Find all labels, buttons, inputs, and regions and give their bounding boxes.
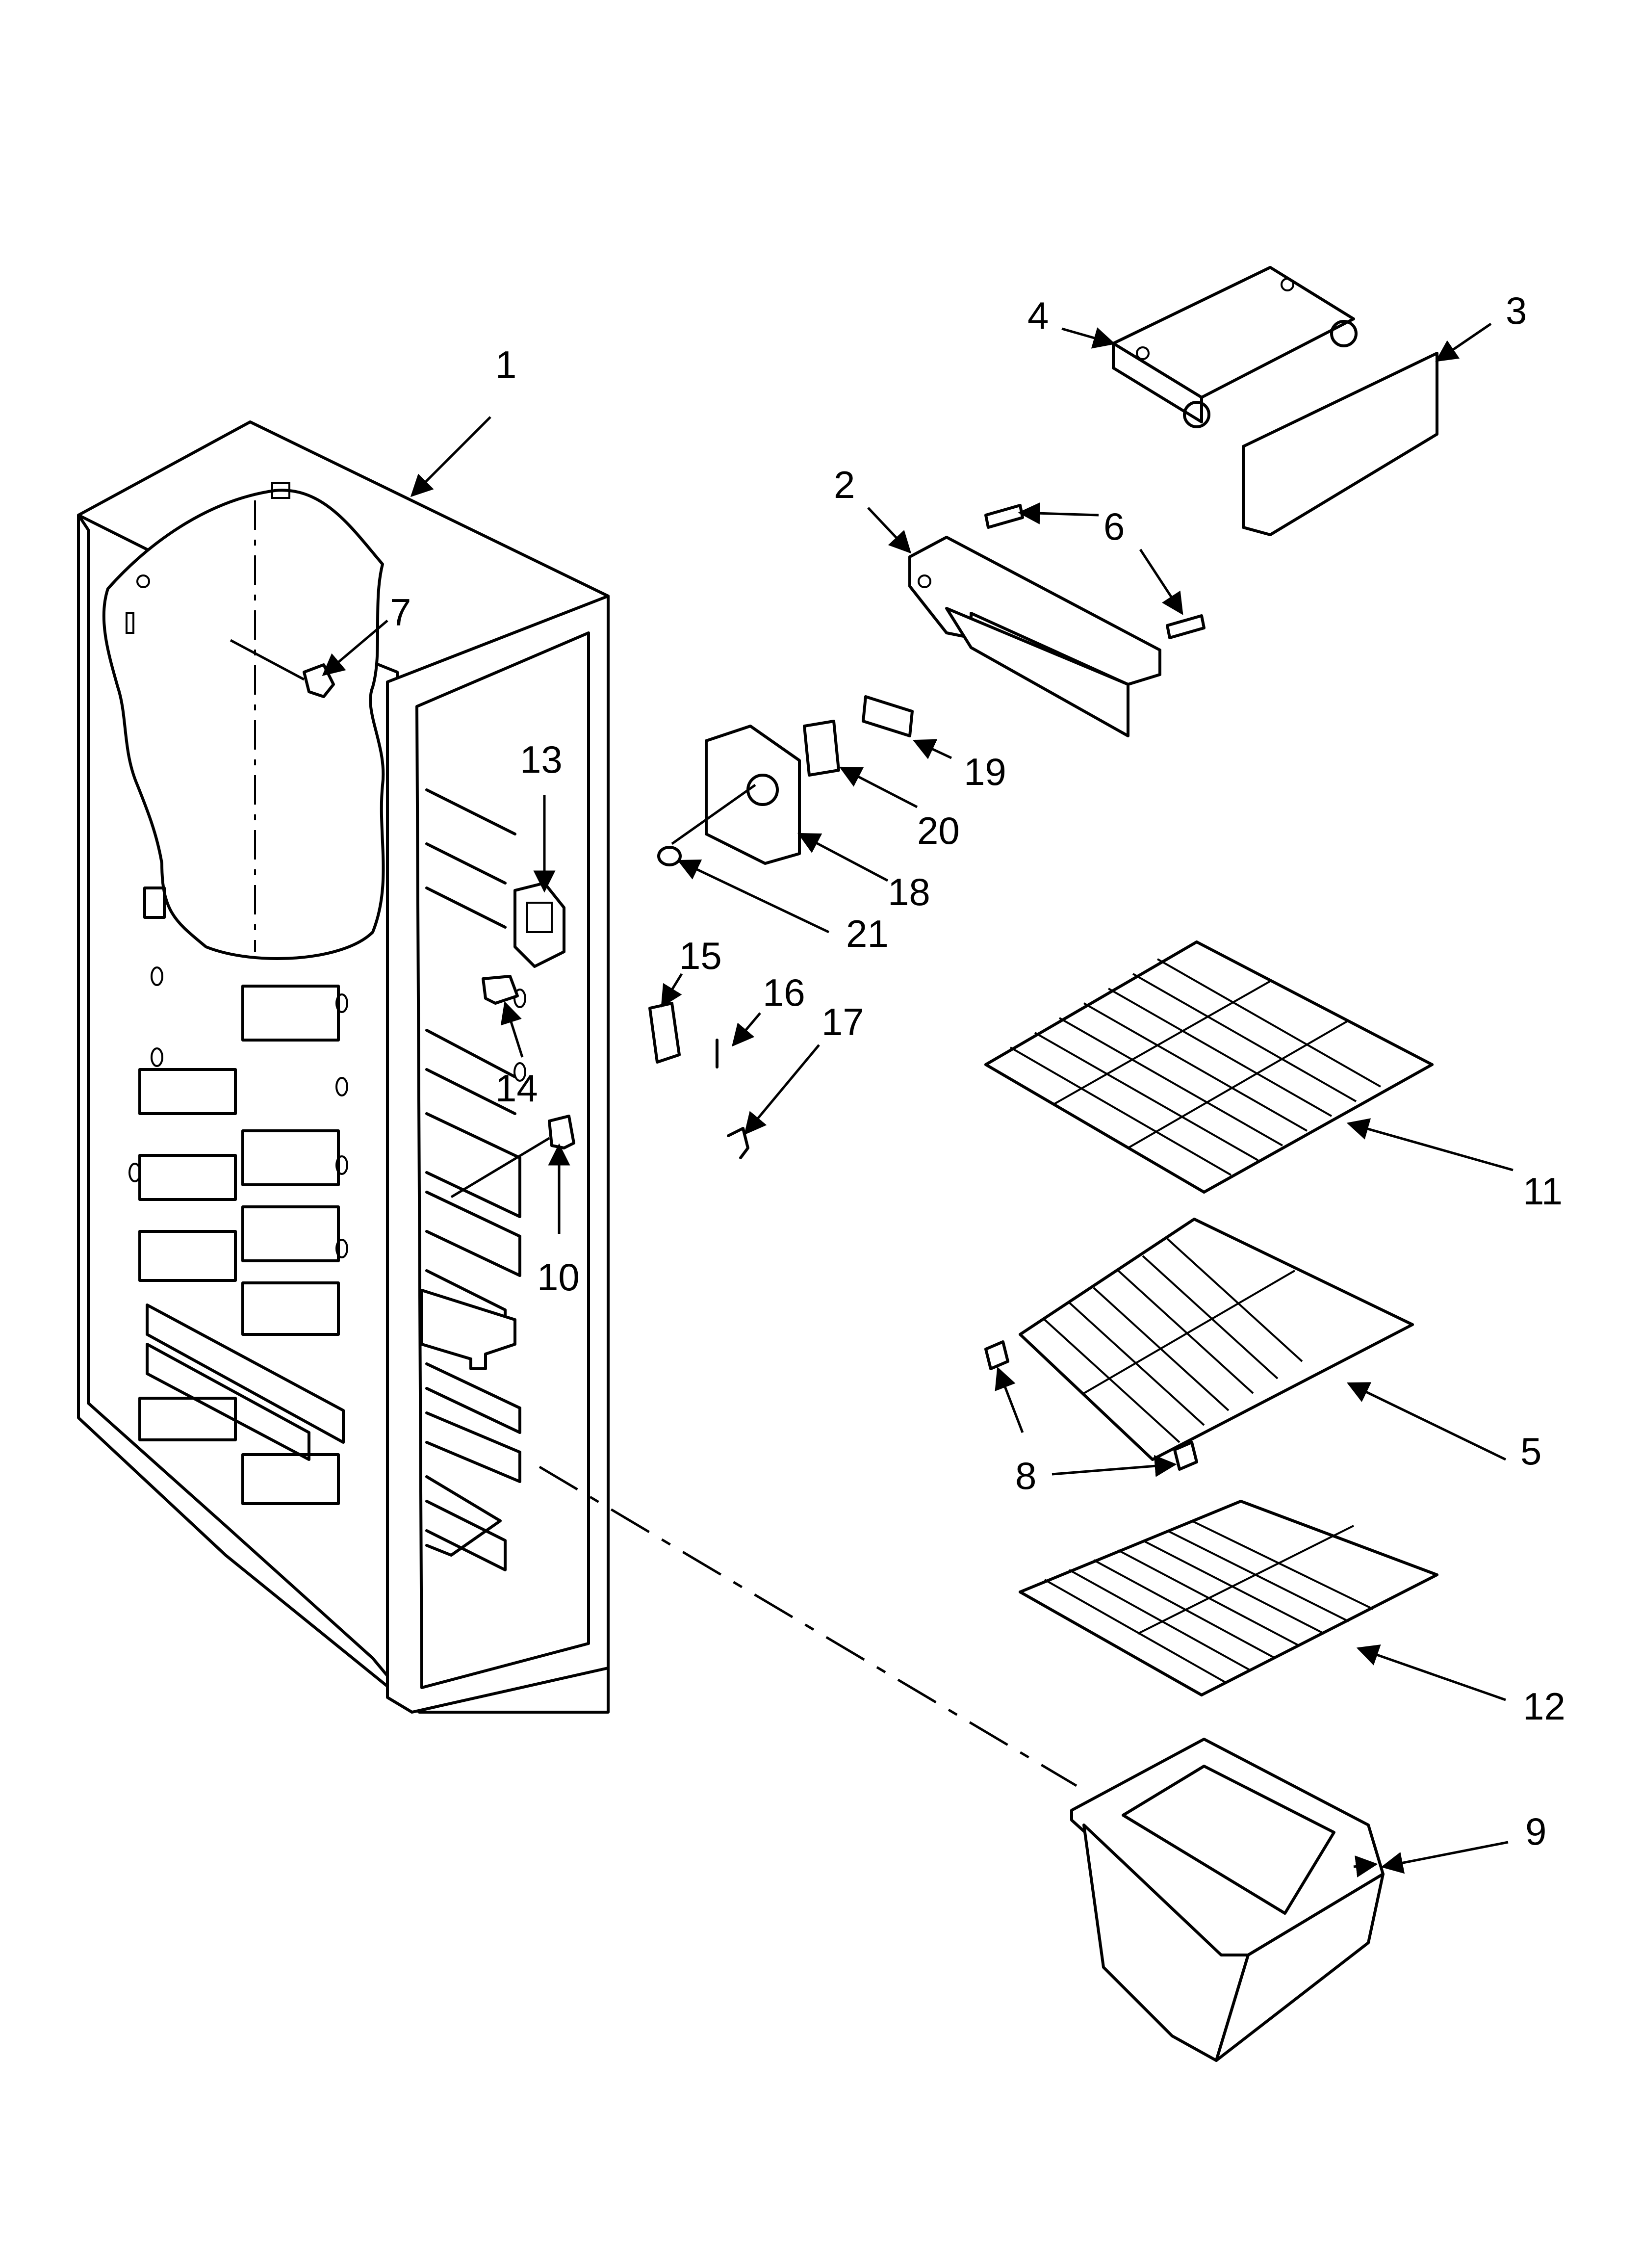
part-15-clip	[648, 1002, 681, 1064]
part-14-switch	[482, 975, 519, 1005]
callout-15: 15	[679, 934, 722, 977]
part-8-shelf-stops	[984, 1340, 1198, 1471]
callout-4: 4	[1027, 294, 1049, 337]
callout-7: 7	[390, 591, 411, 634]
callout-2: 2	[834, 463, 855, 506]
callout-21: 21	[846, 912, 889, 955]
part-5-wire-shelf	[1019, 1218, 1414, 1461]
callout-12: 12	[1523, 1685, 1565, 1728]
callout-13: 13	[520, 738, 563, 781]
projection-line	[539, 1465, 1078, 1787]
callout-9: 9	[1525, 1810, 1546, 1853]
callout-10: 10	[537, 1255, 580, 1299]
callout-17: 17	[821, 1000, 864, 1043]
part-13-thermostat-housing	[513, 882, 565, 968]
leader-lines	[230, 322, 1514, 1877]
callout-8: 8	[1015, 1454, 1036, 1497]
callout-3: 3	[1506, 289, 1527, 332]
callout-18: 18	[888, 870, 930, 913]
part-17-spring	[727, 1127, 749, 1159]
part-3-cover-plate	[1242, 352, 1438, 536]
part-20-bracket	[803, 720, 840, 777]
part-18-control-housing	[705, 725, 801, 865]
part-10-light-socket	[548, 1115, 575, 1149]
part-12-wire-shelf	[1019, 1500, 1438, 1696]
callout-20: 20	[917, 809, 960, 852]
part-2-bracket	[908, 536, 1161, 737]
callout-19: 19	[964, 750, 1006, 793]
callout-14: 14	[495, 1067, 538, 1110]
part-19-control-board	[862, 695, 914, 737]
part-6-screws	[984, 504, 1206, 639]
part-21-knob	[657, 846, 682, 866]
callout-6: 6	[1103, 505, 1125, 548]
part-4-hinge-cover	[1112, 266, 1358, 428]
callout-16: 16	[763, 971, 805, 1014]
callout-labels: 1 2 3 4 5 6 7 8 9 10 11 12 13 14 15 16 1…	[390, 289, 1565, 1853]
callout-11: 11	[1523, 1170, 1563, 1213]
part-9-storage-bin	[1070, 1738, 1385, 2062]
callout-1: 1	[495, 343, 516, 386]
callout-5: 5	[1520, 1430, 1541, 1473]
part-11-wire-shelf	[984, 940, 1434, 1194]
